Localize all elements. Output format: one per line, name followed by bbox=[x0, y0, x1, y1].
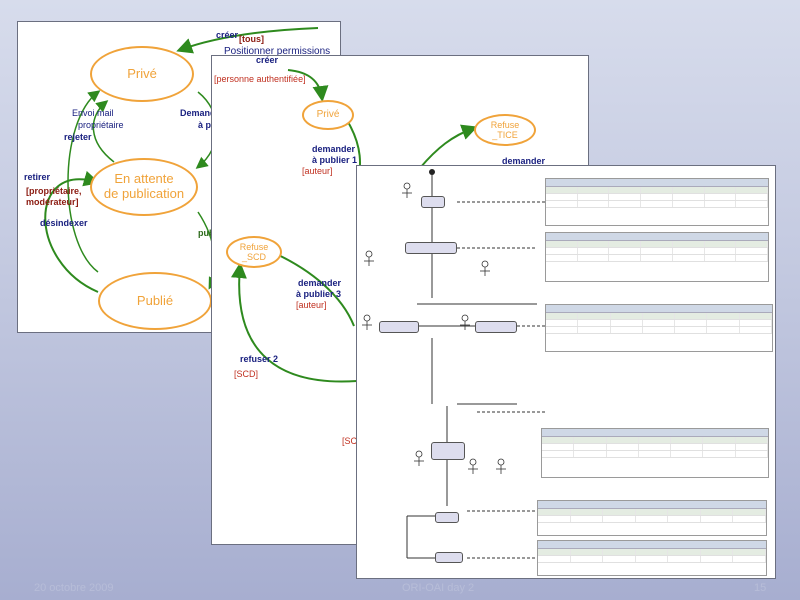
label-envoi1: Envoi mail bbox=[72, 108, 114, 118]
screenshot-thumb-2 bbox=[545, 232, 769, 282]
state-en-attente-line1: En attente bbox=[114, 171, 174, 187]
state-en-attente: En attente de publication bbox=[90, 158, 198, 216]
state-prive: Privé bbox=[90, 46, 194, 102]
flow-node-4 bbox=[475, 321, 517, 333]
label-personne: [personne authentifiée] bbox=[214, 74, 306, 84]
label-refuser-2: refuser 2 bbox=[240, 354, 279, 364]
state-refuse-scd-line2: _SCD bbox=[241, 252, 266, 262]
label-moderateur: modérateur] bbox=[26, 197, 79, 207]
flow-node-6 bbox=[435, 512, 459, 523]
label-creer: créer bbox=[256, 56, 279, 65]
state-refuse-tice-line2: _TICE bbox=[492, 130, 518, 140]
state-en-attente-line2: de publication bbox=[103, 186, 185, 201]
state-publie: Publié bbox=[98, 272, 212, 330]
flow-node-3 bbox=[379, 321, 419, 333]
label-demander-1b: à publier 1 bbox=[312, 155, 358, 165]
workflow-diagram-panel-3 bbox=[357, 166, 775, 578]
label-scd: [SCD] bbox=[234, 369, 259, 379]
flow-node-2 bbox=[405, 242, 457, 254]
label-auteur-3: [auteur] bbox=[296, 300, 327, 310]
label-demander-3b: à publier 3 bbox=[296, 289, 342, 299]
screenshot-thumb-1 bbox=[545, 178, 769, 226]
label-proprietaire: [propriétaire, bbox=[26, 186, 82, 196]
label-positionner: Positionner permissions bbox=[224, 46, 331, 57]
footer-title: ORI-OAI day 2 bbox=[402, 582, 475, 594]
screenshot-thumb-4 bbox=[541, 428, 769, 478]
label-desindexer: désindexer bbox=[40, 218, 88, 228]
state-refuse-tice: Refuse _TICE bbox=[474, 114, 536, 146]
state-refuse-tice-line1: Refuse bbox=[490, 119, 520, 130]
label-demander: Demande bbox=[180, 108, 221, 118]
label-a-p: à p bbox=[198, 120, 212, 130]
flow-node-7 bbox=[435, 552, 463, 563]
footer-page-number: 15 bbox=[754, 582, 767, 594]
label-demander-1a: demander bbox=[312, 144, 356, 154]
label-demander-top: demander bbox=[502, 156, 546, 166]
label-envoi2: propriétaire bbox=[78, 120, 124, 130]
state-refuse-scd: Refuse _SCD bbox=[226, 236, 282, 268]
label-sc-cut: [SC bbox=[342, 436, 358, 446]
label-tous: [tous] bbox=[239, 34, 264, 44]
flow-node-1 bbox=[421, 196, 445, 208]
label-retirer: retirer bbox=[24, 172, 51, 182]
label-creer: créer bbox=[216, 30, 239, 40]
screenshot-thumb-5 bbox=[537, 500, 767, 536]
state-prive: Privé bbox=[302, 100, 354, 130]
panel3-flow-lines bbox=[362, 169, 547, 559]
label-pub: pub bbox=[198, 228, 215, 238]
footer-date: 20 octobre 2009 bbox=[34, 582, 114, 594]
label-demander-3a: demander bbox=[298, 278, 342, 288]
screenshot-thumb-6 bbox=[537, 540, 767, 576]
screenshot-thumb-3 bbox=[545, 304, 773, 352]
label-auteur-1: [auteur] bbox=[302, 166, 333, 176]
label-rejeter: rejeter bbox=[64, 132, 92, 142]
flow-node-5 bbox=[431, 442, 465, 460]
state-refuse-scd-line1: Refuse bbox=[239, 241, 269, 252]
